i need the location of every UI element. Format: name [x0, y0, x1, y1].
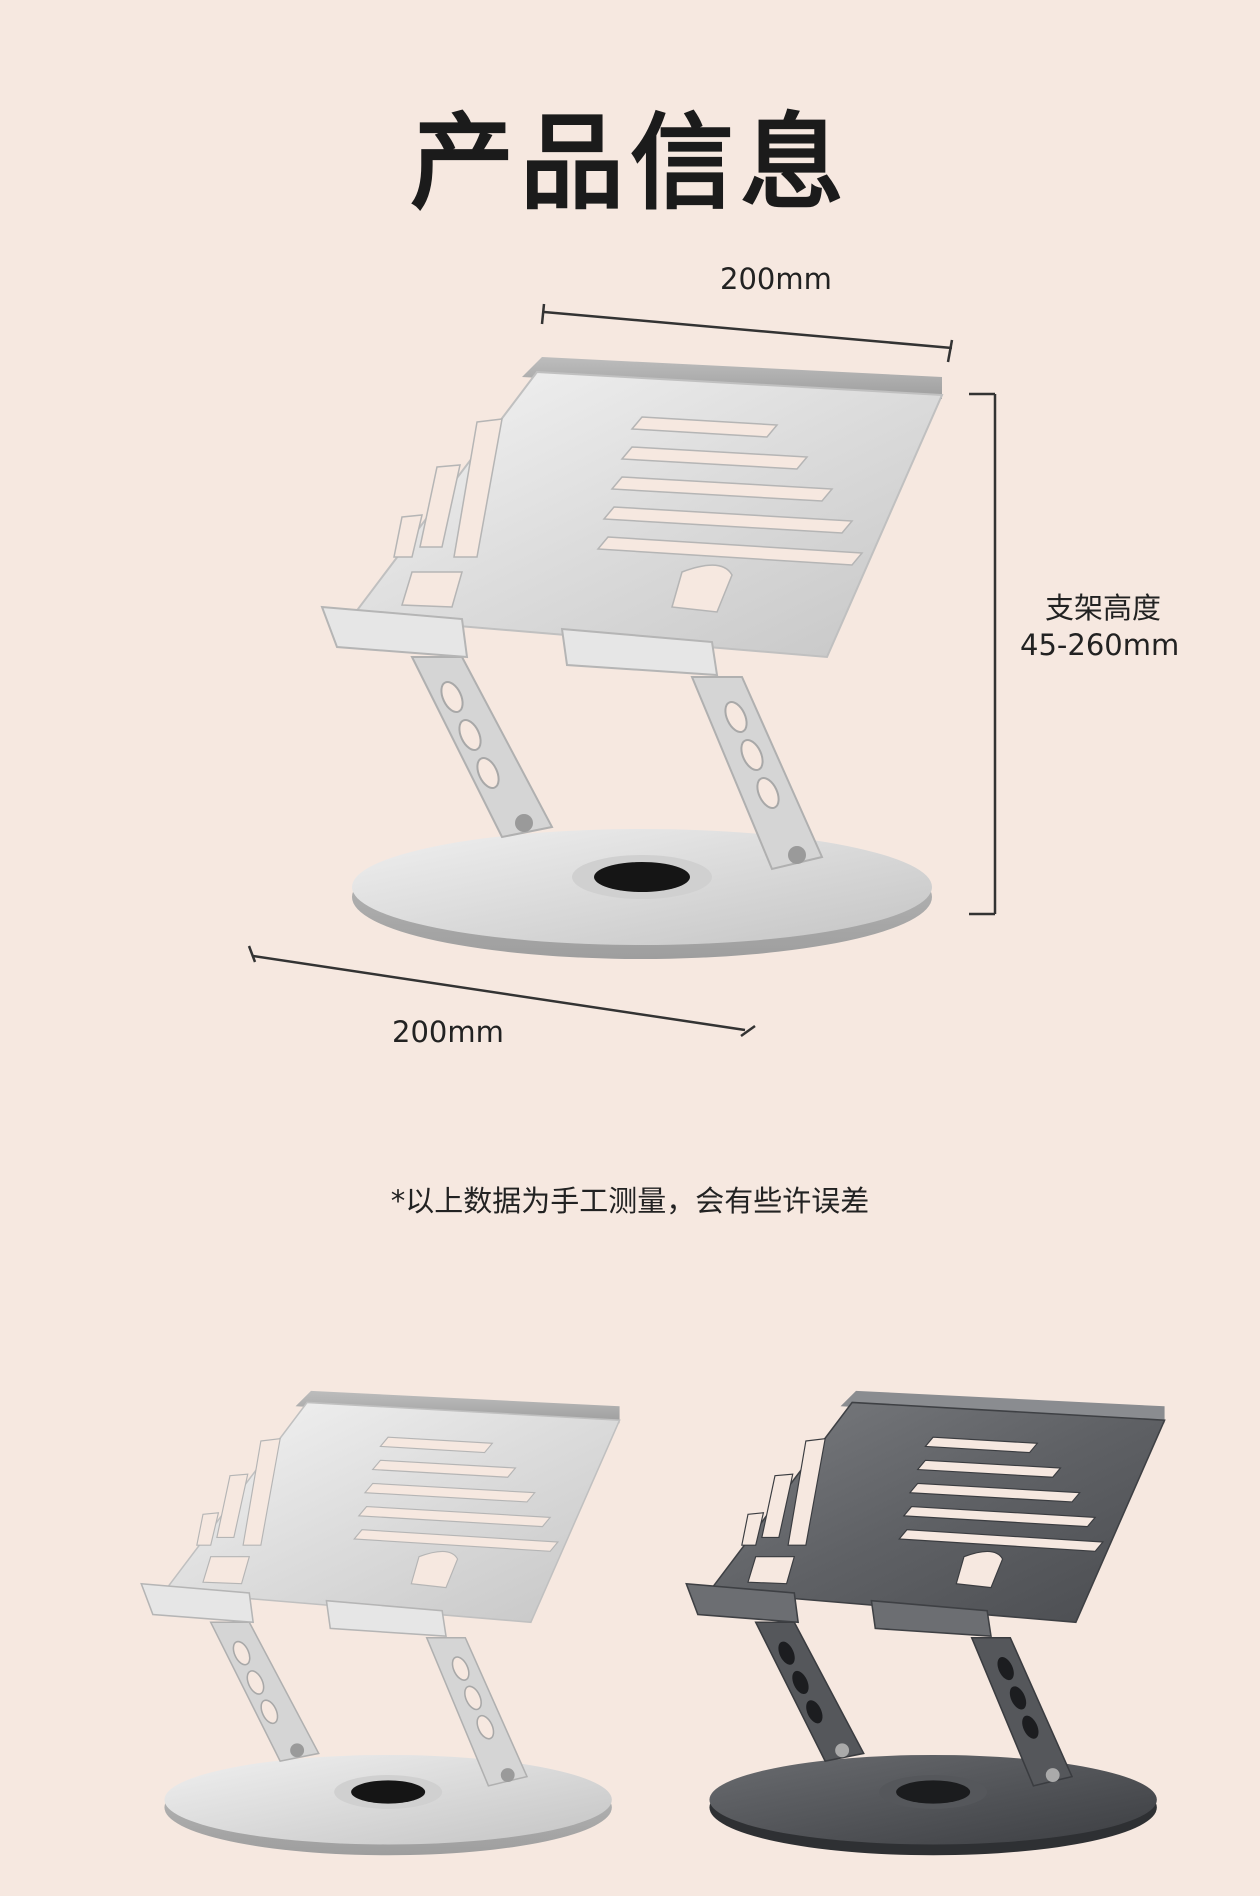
- top-width-label: 200mm: [720, 262, 832, 296]
- bottom-width-dimension-line: [247, 945, 756, 1038]
- laptop-stand-silver-icon: [140, 1390, 621, 1857]
- bottom-width-label: 200mm: [392, 1015, 504, 1049]
- height-dimension-line: [969, 392, 997, 916]
- laptop-stand-gray-icon: [685, 1390, 1166, 1857]
- laptop-stand-main-icon: [321, 356, 943, 960]
- height-label: 支架高度: [1045, 591, 1162, 625]
- top-width-dimension-line: [540, 303, 954, 363]
- measurement-note: *以上数据为手工测量，会有些许误差: [390, 1184, 870, 1218]
- page-title: 产品信息: [409, 102, 850, 224]
- height-range: 45-260mm: [1020, 628, 1180, 662]
